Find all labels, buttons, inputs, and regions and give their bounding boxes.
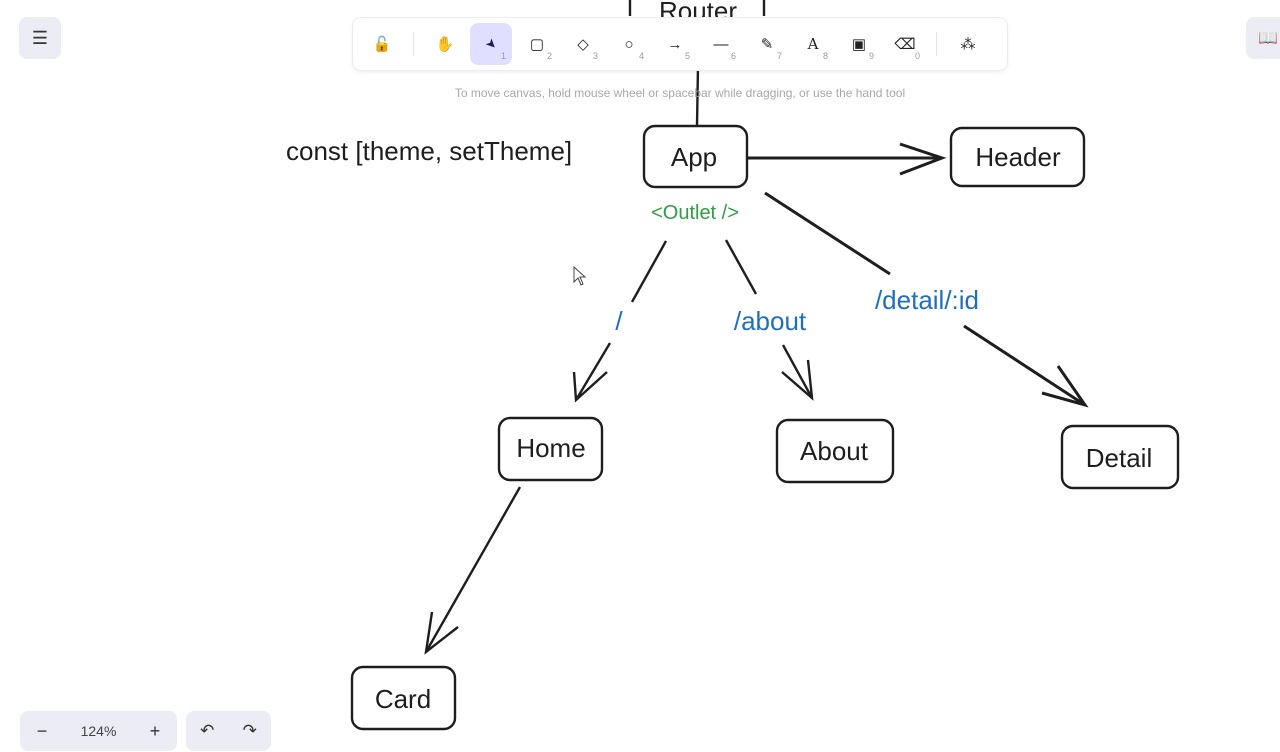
tool-line[interactable]: — 6 [700,23,742,65]
detail-route-arrow[interactable] [764,191,1089,408]
home-node[interactable]: Home [497,416,604,482]
home-route-arrow[interactable] [572,240,668,403]
history-controls: ↶ ↷ [186,711,271,751]
tool-more[interactable]: ⁂ [947,23,989,65]
card-label: Card [375,684,431,714]
app-label: App [671,142,717,172]
image-icon: ▣ [851,36,867,53]
rectangle-icon: ▢ [529,36,545,53]
zoom-out-button[interactable]: − [36,720,48,741]
about-route-arrow[interactable] [724,239,814,401]
toolbar-divider [936,32,937,56]
detail-label: Detail [1086,443,1152,473]
home-card-arrow[interactable] [424,486,522,655]
about-node[interactable]: About [775,418,895,484]
detail-node[interactable]: Detail [1060,424,1180,490]
tool-shortcut: 9 [868,51,874,61]
router-app-line[interactable] [695,65,700,127]
eraser-icon: ⌫ [894,36,916,53]
shapes-toolbar: 🔓 ✋ ➤ 1 ▢ 2 ◇ 3 ○ 4 → 5 — 6 ✎ 7 A 8 ▣ 9 … [353,18,1007,70]
pencil-icon: ✎ [760,36,774,53]
arrow-icon: → [667,35,683,53]
outlet-label[interactable]: <Outlet /> [651,202,739,224]
tool-shortcut: 3 [592,51,598,61]
card-node[interactable]: Card [350,665,457,731]
const-text[interactable]: const [theme, setTheme] [286,136,572,166]
tool-shortcut: 7 [776,51,782,61]
route-root-label[interactable]: / [615,306,623,336]
route-detail-label[interactable]: /detail/:id [875,285,979,315]
tool-shortcut: 6 [730,51,736,61]
zoom-controls: − 124% + [20,711,177,751]
about-label: About [800,436,869,466]
route-about-label[interactable]: /about [734,306,807,336]
tool-shortcut: 5 [684,51,690,61]
tool-hand[interactable]: ✋ [424,23,466,65]
tool-text[interactable]: A 8 [792,23,834,65]
circle-icon: ○ [624,35,634,53]
hamburger-menu-icon: ☰ [31,27,49,48]
tool-shortcut: 8 [822,51,828,61]
home-label: Home [516,433,585,463]
diamond-icon: ◇ [577,36,589,53]
header-label: Header [975,142,1061,172]
pointer-icon: ➤ [481,35,500,54]
tool-selection[interactable]: ➤ 1 [470,23,512,65]
tool-eraser[interactable]: ⌫ 0 [884,23,926,65]
tool-ellipse[interactable]: ○ 4 [608,23,650,65]
tool-rectangle[interactable]: ▢ 2 [516,23,558,65]
tool-image[interactable]: ▣ 9 [838,23,880,65]
app-node[interactable]: App [642,124,749,189]
tool-diamond[interactable]: ◇ 3 [562,23,604,65]
toolbar-divider [413,32,414,56]
text-icon: A [807,35,819,53]
tool-shortcut: 1 [500,51,506,61]
redo-button[interactable]: ↷ [242,721,257,740]
tool-shortcut: 4 [638,51,644,61]
tool-draw[interactable]: ✎ 7 [746,23,788,65]
zoom-in-button[interactable]: + [149,720,161,741]
line-icon: — [713,35,729,53]
undo-button[interactable]: ↶ [200,721,215,740]
hand-icon: ✋ [435,36,455,53]
mouse-cursor-icon [573,265,587,291]
book-open-icon: 📖 [1258,30,1278,47]
tool-lock[interactable]: 🔓 [361,23,403,65]
header-node[interactable]: Header [949,126,1086,188]
library-button[interactable]: 📖 [1246,17,1280,59]
app-header-arrow[interactable] [748,142,947,176]
lock-open-icon: 🔓 [372,36,392,53]
canvas-hint: To move canvas, hold mouse wheel or spac… [454,86,906,100]
tool-shortcut: 0 [914,51,920,61]
tool-shortcut: 2 [546,51,552,61]
tool-arrow[interactable]: → 5 [654,23,696,65]
main-menu-button[interactable]: ☰ [19,17,61,59]
shapes-icon: ⁂ [960,36,976,53]
zoom-level[interactable]: 124% [80,723,117,739]
